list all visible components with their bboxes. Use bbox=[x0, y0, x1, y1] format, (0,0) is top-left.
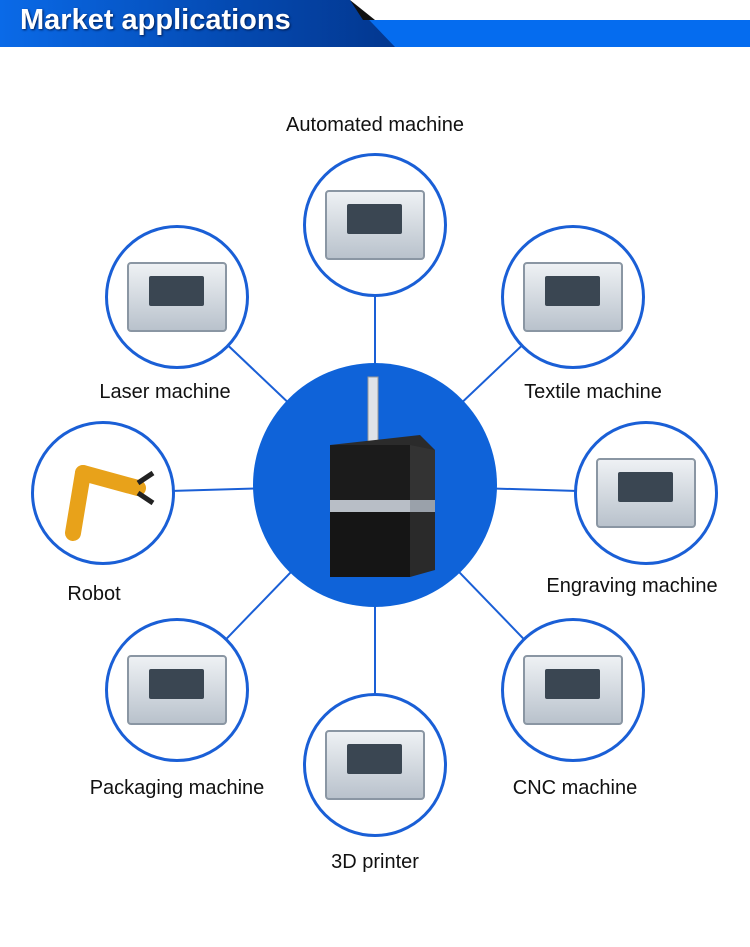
label-packaging-machine: Packaging machine bbox=[89, 777, 265, 799]
label-robot: Robot bbox=[67, 583, 121, 605]
label-textile-machine: Textile machine bbox=[524, 381, 662, 403]
app-packaging-machine-image bbox=[105, 618, 249, 762]
robot-arm-icon bbox=[65, 465, 155, 541]
app-textile-machine-image bbox=[501, 225, 645, 369]
app-automated-machine-image bbox=[303, 153, 447, 297]
app-cnc-machine-image bbox=[501, 618, 645, 762]
motor-icon bbox=[330, 376, 435, 577]
header-panel bbox=[0, 0, 395, 47]
page-title: Market applications bbox=[20, 4, 291, 36]
stepper-motor-image bbox=[253, 363, 497, 607]
app-engraving-machine-image bbox=[574, 421, 718, 565]
app-robot-image bbox=[31, 421, 175, 565]
label-engraving-machine: Engraving machine bbox=[546, 575, 718, 597]
app-laser-machine-image bbox=[105, 225, 249, 369]
label-cnc-machine: CNC machine bbox=[512, 777, 638, 799]
label-3d-printer: 3D printer bbox=[331, 851, 419, 873]
app-3d-printer-image bbox=[303, 693, 447, 837]
label-automated-machine: Automated machine bbox=[286, 114, 464, 136]
label-laser-machine: Laser machine bbox=[99, 381, 231, 403]
